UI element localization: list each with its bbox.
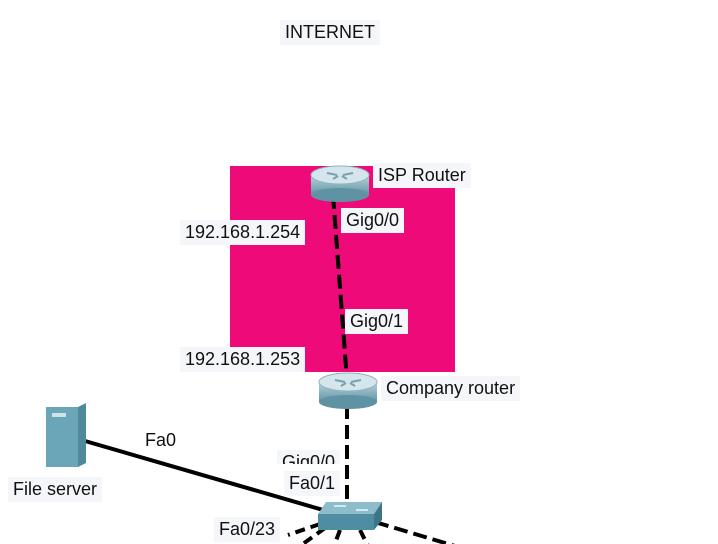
file-server-label: File server xyxy=(8,477,103,502)
ip-label-isp: 192.168.1.254 xyxy=(180,220,306,245)
port-label-switch-fa023: Fa0/23 xyxy=(214,517,281,542)
link-switch-right xyxy=(374,520,456,544)
isp-router-label: ISP Router xyxy=(373,163,471,188)
port-label-switch-fa01: Fa0/1 xyxy=(284,471,341,496)
ip-label-company: 192.168.1.253 xyxy=(180,347,306,372)
link-switch-down3 xyxy=(358,529,370,544)
router-icon[interactable] xyxy=(309,163,371,203)
switch-icon[interactable] xyxy=(316,500,384,534)
link-isp-company xyxy=(331,194,349,381)
port-label-isp-gig00: Gig0/0 xyxy=(341,208,405,233)
link-server-switch xyxy=(84,439,331,514)
link-switch-down1 xyxy=(299,526,327,544)
internet-label: INTERNET xyxy=(280,20,380,45)
router-icon[interactable] xyxy=(317,370,379,410)
port-label-company-gig00: Gig0/0 xyxy=(277,450,341,464)
port-label-company-gig01: Gig0/1 xyxy=(345,309,409,334)
link-switch-fa023 xyxy=(287,522,321,537)
link-switch-down2 xyxy=(332,529,342,544)
port-label-server-fa0: Fa0 xyxy=(145,430,177,450)
company-router-label: Company router xyxy=(381,376,521,401)
server-icon[interactable] xyxy=(42,401,88,469)
